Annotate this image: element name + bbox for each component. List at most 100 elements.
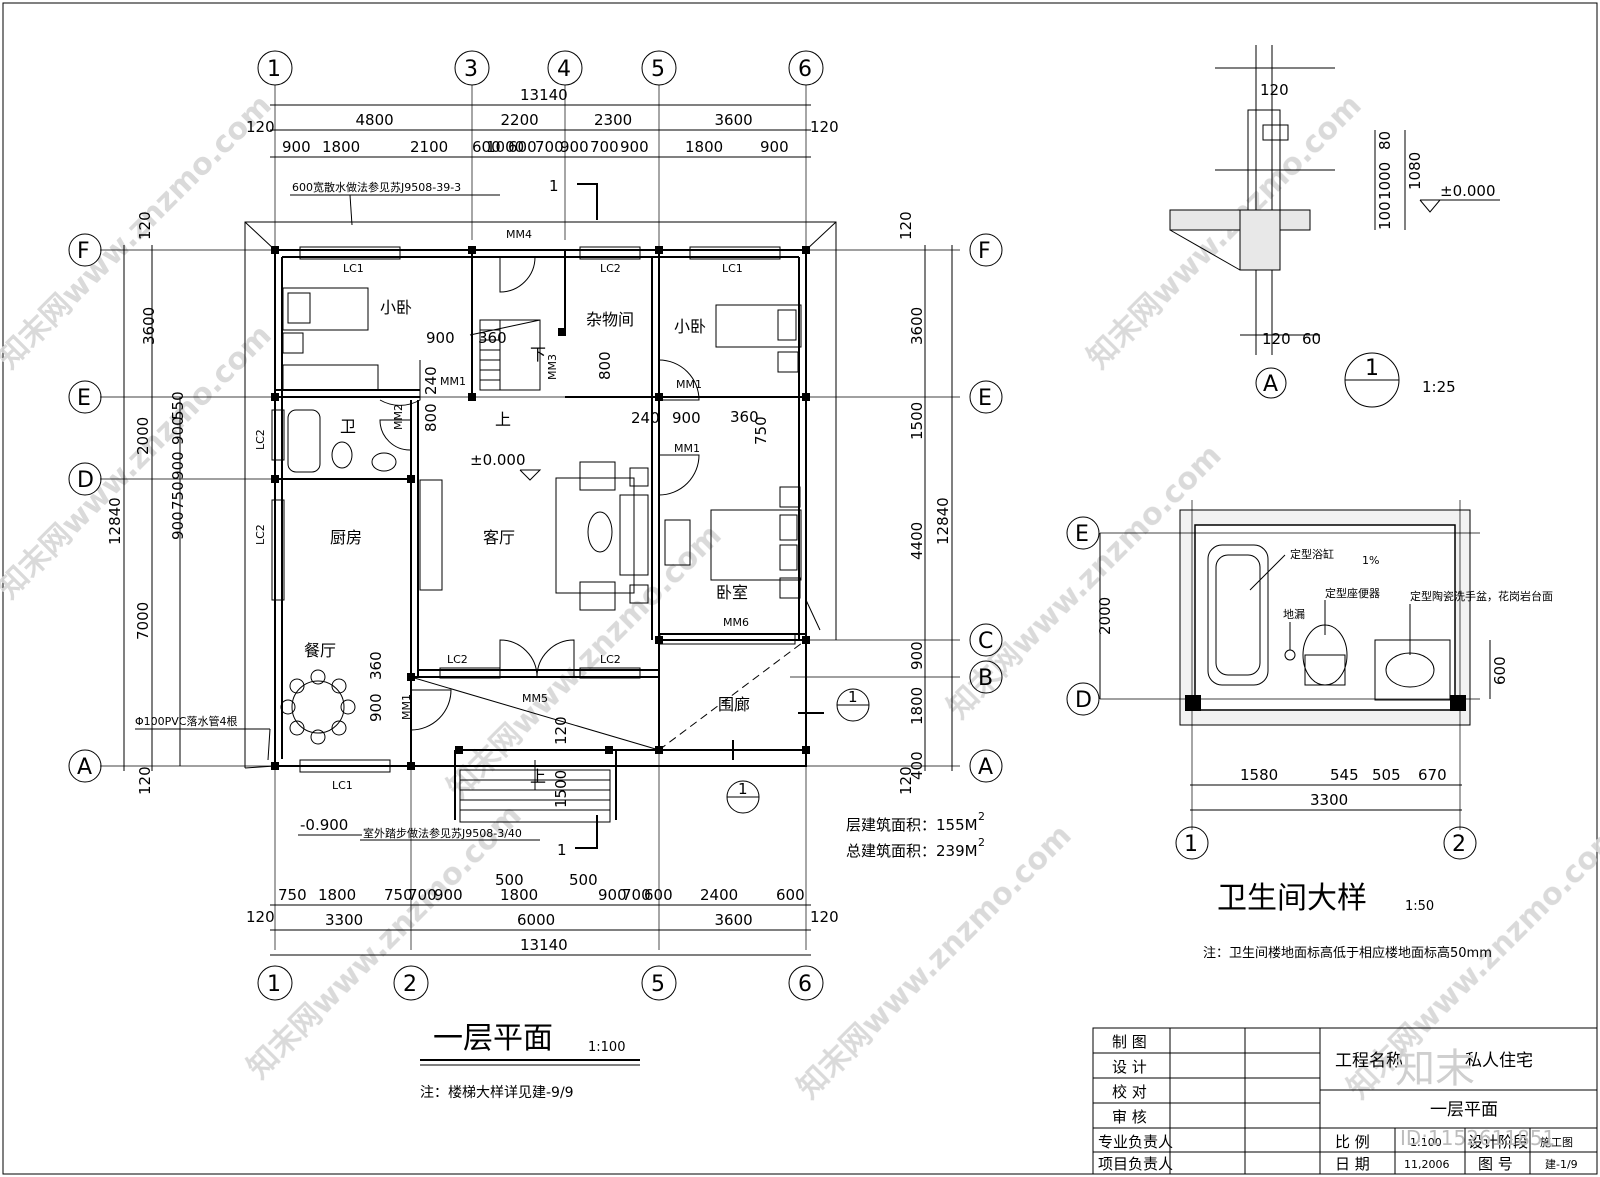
dim-text: 2400	[700, 886, 738, 904]
annotations: ±0.000 -0.900 600宽散水做法参见苏J9508-39-3 室外踏步…	[135, 180, 985, 860]
svg-text:750: 750	[752, 416, 770, 445]
drawing-name: 一层平面	[1430, 1100, 1498, 1120]
axis-bubble-bottom: 2	[393, 965, 429, 1001]
svg-text:100: 100	[1376, 201, 1394, 230]
dim-text: 750	[278, 886, 307, 904]
axis-bubble-top: 3	[454, 50, 490, 86]
dim-text: 400	[908, 751, 926, 780]
svg-text:施工图: 施工图	[1540, 1136, 1573, 1149]
svg-text:E: E	[1075, 522, 1089, 547]
svg-text:F: F	[978, 239, 991, 264]
svg-text:F: F	[77, 239, 90, 264]
role-pm: 项目负责人	[1098, 1155, 1173, 1173]
svg-text:2000: 2000	[1096, 597, 1114, 635]
window-tag: LC2	[447, 653, 468, 666]
door-tag: MM1	[400, 694, 413, 720]
svg-text:240: 240	[422, 366, 440, 395]
window-tag: LC2	[600, 653, 621, 666]
dining-table-icon	[291, 680, 345, 734]
svg-text:1: 1	[1184, 832, 1198, 857]
svg-text:1: 1	[557, 841, 567, 859]
room-corridor: 围廊	[718, 695, 750, 714]
svg-text:图 号: 图 号	[1478, 1155, 1513, 1173]
svg-text:545: 545	[1330, 766, 1359, 784]
axis-bubble-top: 4	[547, 50, 583, 86]
bath-title: 卫生间大样	[1217, 881, 1367, 916]
project-label: 工程名称	[1335, 1051, 1403, 1071]
dim-text: 750	[169, 481, 187, 510]
section-marks: 1 1 1 1	[549, 177, 870, 859]
columns	[271, 246, 810, 770]
dim-text: 12840	[106, 497, 124, 545]
axis-bubble-right: A	[969, 749, 1003, 783]
svg-text:比 例: 比 例	[1335, 1133, 1370, 1151]
watermark-id: ID:1152611851	[1400, 1126, 1555, 1150]
dim-text: 900	[598, 886, 627, 904]
svg-text:2: 2	[1452, 832, 1466, 857]
svg-text:3: 3	[464, 57, 478, 82]
opening-tags: LC1 MM4 LC2 LC1 MM1 MM2 MM3 MM1 MM1 LC2 …	[254, 228, 749, 792]
bath-note: 注：卫生间楼地面标高低于相应楼地面标高50mm	[1203, 945, 1492, 961]
axis-bubble-left: E	[68, 380, 102, 414]
window-tag: LC1	[332, 779, 353, 792]
dim-text: 600	[776, 886, 805, 904]
dim-text: 1500	[908, 402, 926, 440]
plan-title: 一层平面	[433, 1021, 553, 1056]
stair-up-label: 上	[495, 410, 511, 429]
stair-down-label: 下	[530, 345, 546, 364]
svg-text:E: E	[978, 386, 992, 411]
room-bath: 卫	[340, 417, 356, 436]
svg-text:670: 670	[1418, 766, 1447, 784]
coffee-table-icon	[587, 511, 613, 553]
svg-text:120: 120	[246, 118, 275, 136]
dim-text: 900	[169, 416, 187, 445]
door-tag: MM3	[546, 354, 559, 380]
dim-text: 1800	[685, 138, 723, 156]
dim-text: 1800	[908, 687, 926, 725]
role-check: 校 对	[1112, 1083, 1147, 1101]
dim-text: 7000	[134, 602, 152, 640]
dimension-lines	[123, 104, 953, 956]
svg-text:2: 2	[978, 810, 985, 823]
dim-text: 600	[508, 138, 537, 156]
outdoor-stair-up-label: 上	[530, 767, 546, 786]
svg-text:800: 800	[596, 351, 614, 380]
note-apron: 600宽散水做法参见苏J9508-39-3	[292, 180, 461, 194]
svg-text:2: 2	[403, 972, 417, 997]
tv-cabinet-icon	[419, 479, 443, 591]
axis-bubble-bottom: 6	[788, 965, 824, 1001]
axis-bubble-right: F	[969, 233, 1003, 267]
svg-text:120: 120	[1260, 81, 1289, 99]
svg-text:120: 120	[810, 118, 839, 136]
plan-note: 注：楼梯大样详见建-9/9	[420, 1085, 574, 1101]
floor-plan: 上 下 上	[68, 50, 1003, 1101]
door-tag: MM1	[440, 375, 466, 388]
edge-dims: 120 120 120 120 120 120 120 120 500 500	[136, 118, 915, 926]
axis-bubble: E	[1066, 516, 1100, 550]
svg-text:500: 500	[495, 871, 524, 889]
washbasin-icon	[371, 452, 397, 472]
svg-text:6: 6	[798, 57, 812, 82]
svg-text:120: 120	[897, 211, 915, 240]
dim-text: 900	[169, 511, 187, 540]
svg-text:A: A	[1263, 372, 1278, 397]
svg-text:900: 900	[672, 409, 701, 427]
level-outdoor: -0.900	[300, 816, 348, 834]
svg-text:900: 900	[426, 329, 455, 347]
svg-text:500: 500	[569, 871, 598, 889]
watermark-text: 知末网www.znzmo.com	[791, 818, 1079, 1106]
staircase: 上 下 上	[459, 319, 611, 823]
plan-scale: 1:100	[588, 1040, 625, 1055]
svg-text:E: E	[77, 386, 91, 411]
svg-text:1: 1	[267, 972, 281, 997]
axis-bubbles: 1 3 4 5 6 1 2 5 6 F E D A F E C B A	[68, 50, 1003, 1001]
axis-bubble-right: E	[969, 380, 1003, 414]
svg-text:6: 6	[798, 972, 812, 997]
svg-text:定型座便器: 定型座便器	[1325, 586, 1380, 600]
svg-text:D: D	[1075, 688, 1092, 713]
svg-text:505: 505	[1372, 766, 1401, 784]
